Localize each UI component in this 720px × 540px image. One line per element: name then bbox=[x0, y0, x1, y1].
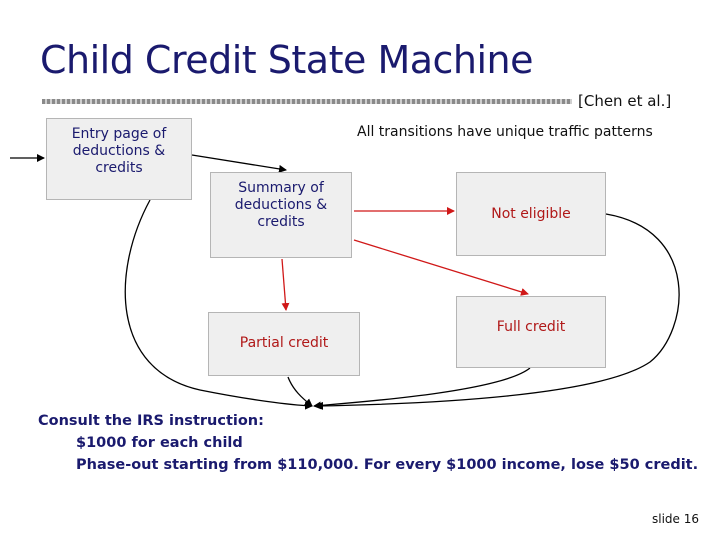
state-partial-credit: Partial credit bbox=[208, 312, 360, 376]
slide-title: Child Credit State Machine bbox=[40, 38, 534, 82]
state-partial-credit-label: Partial credit bbox=[239, 335, 329, 351]
slide-number: slide 16 bbox=[652, 512, 700, 526]
state-entry-line-1: Entry page of bbox=[71, 126, 167, 142]
irs-note: Consult the IRS instruction: $1000 for e… bbox=[38, 410, 698, 476]
state-summary-line-2: deductions & bbox=[234, 197, 328, 213]
irs-note-line-1: $1000 for each child bbox=[76, 435, 243, 451]
entry-loop-arrow bbox=[124, 199, 313, 410]
not-eligible-to-exit-arrow bbox=[315, 213, 680, 410]
state-entry-line-3: credits bbox=[95, 160, 143, 176]
state-not-eligible: Not eligible bbox=[456, 172, 606, 256]
state-summary-line-1: Summary of bbox=[238, 180, 324, 196]
summary-to-full-arrow bbox=[353, 239, 529, 296]
irs-note-heading: Consult the IRS instruction: bbox=[38, 413, 264, 429]
irs-note-line-2: Phase-out starting from $110,000. For ev… bbox=[76, 457, 699, 473]
summary-to-partial-arrow bbox=[281, 258, 290, 311]
state-entry-line-2: deductions & bbox=[72, 143, 166, 159]
citation: [Chen et al.] bbox=[578, 92, 672, 110]
state-entry-page: Entry page of deductions & credits bbox=[46, 118, 192, 200]
entry-to-summary-arrow bbox=[191, 154, 287, 173]
partial-to-exit-arrow bbox=[287, 376, 313, 407]
state-summary-line-3: credits bbox=[257, 214, 305, 230]
state-not-eligible-label: Not eligible bbox=[491, 205, 571, 222]
title-underline bbox=[42, 99, 572, 104]
state-summary: Summary of deductions & credits bbox=[210, 172, 352, 258]
state-full-credit: Full credit bbox=[456, 296, 606, 368]
state-full-credit-label: Full credit bbox=[496, 319, 566, 335]
full-to-exit-arrow bbox=[313, 367, 531, 410]
diagram-caption: All transitions have unique traffic patt… bbox=[357, 124, 653, 140]
